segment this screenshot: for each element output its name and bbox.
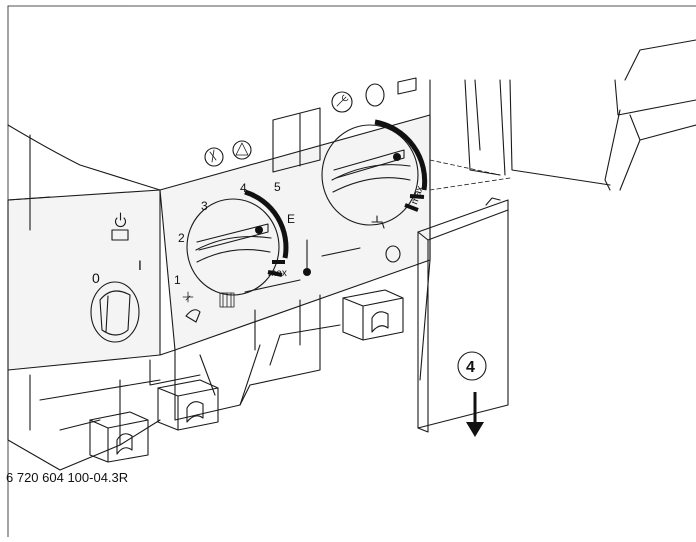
right-housing: [419, 39, 696, 381]
switch-off-label: 0: [92, 270, 100, 286]
tap-icon: [371, 215, 385, 229]
dial-divider-line-right: [321, 247, 361, 257]
heating-scale-3: 3: [201, 199, 208, 213]
radiator-icon: [219, 292, 235, 308]
figure-reference-code: 6 720 604 100-04.3R: [6, 470, 129, 485]
service-icon: [331, 91, 353, 113]
pipe-connector-left: [89, 411, 149, 463]
heating-dial-pointer: [255, 226, 263, 234]
main-switch[interactable]: 0 I: [90, 212, 142, 343]
chimney-sweep-icon: [204, 147, 224, 167]
heating-scale-4: 4: [240, 181, 247, 195]
power-indicator-lamp: [111, 229, 129, 241]
switch-on-label: I: [138, 257, 142, 273]
heating-scale-1: 1: [174, 273, 181, 287]
indicator-lens: [365, 83, 385, 107]
heating-scale-5: 5: [274, 180, 281, 194]
heating-max-label: max: [268, 268, 287, 279]
step-number: 4: [466, 359, 475, 376]
heating-temperature-dial[interactable]: 1 2 3 4 5 E max: [174, 180, 295, 296]
heating-scale-2: 2: [178, 231, 185, 245]
display-window: [272, 107, 321, 173]
summer-mode-icon: [182, 291, 201, 323]
left-housing: [7, 124, 176, 471]
heating-scale-e: E: [287, 212, 295, 226]
hot-water-dial-pointer: [393, 153, 401, 161]
small-indicator-frame: [397, 77, 417, 95]
pipe-connector-right: [342, 289, 404, 341]
power-icon: [114, 212, 127, 228]
dial-divider-line: [244, 279, 301, 293]
down-arrow-icon: [466, 392, 484, 437]
reset-button[interactable]: [385, 245, 401, 263]
cover-panel[interactable]: [417, 197, 509, 433]
thermometer-icon: [303, 239, 311, 276]
pipe-connector-middle: [157, 379, 219, 431]
step-marker: 4: [457, 351, 487, 381]
warning-icon: [232, 140, 252, 160]
